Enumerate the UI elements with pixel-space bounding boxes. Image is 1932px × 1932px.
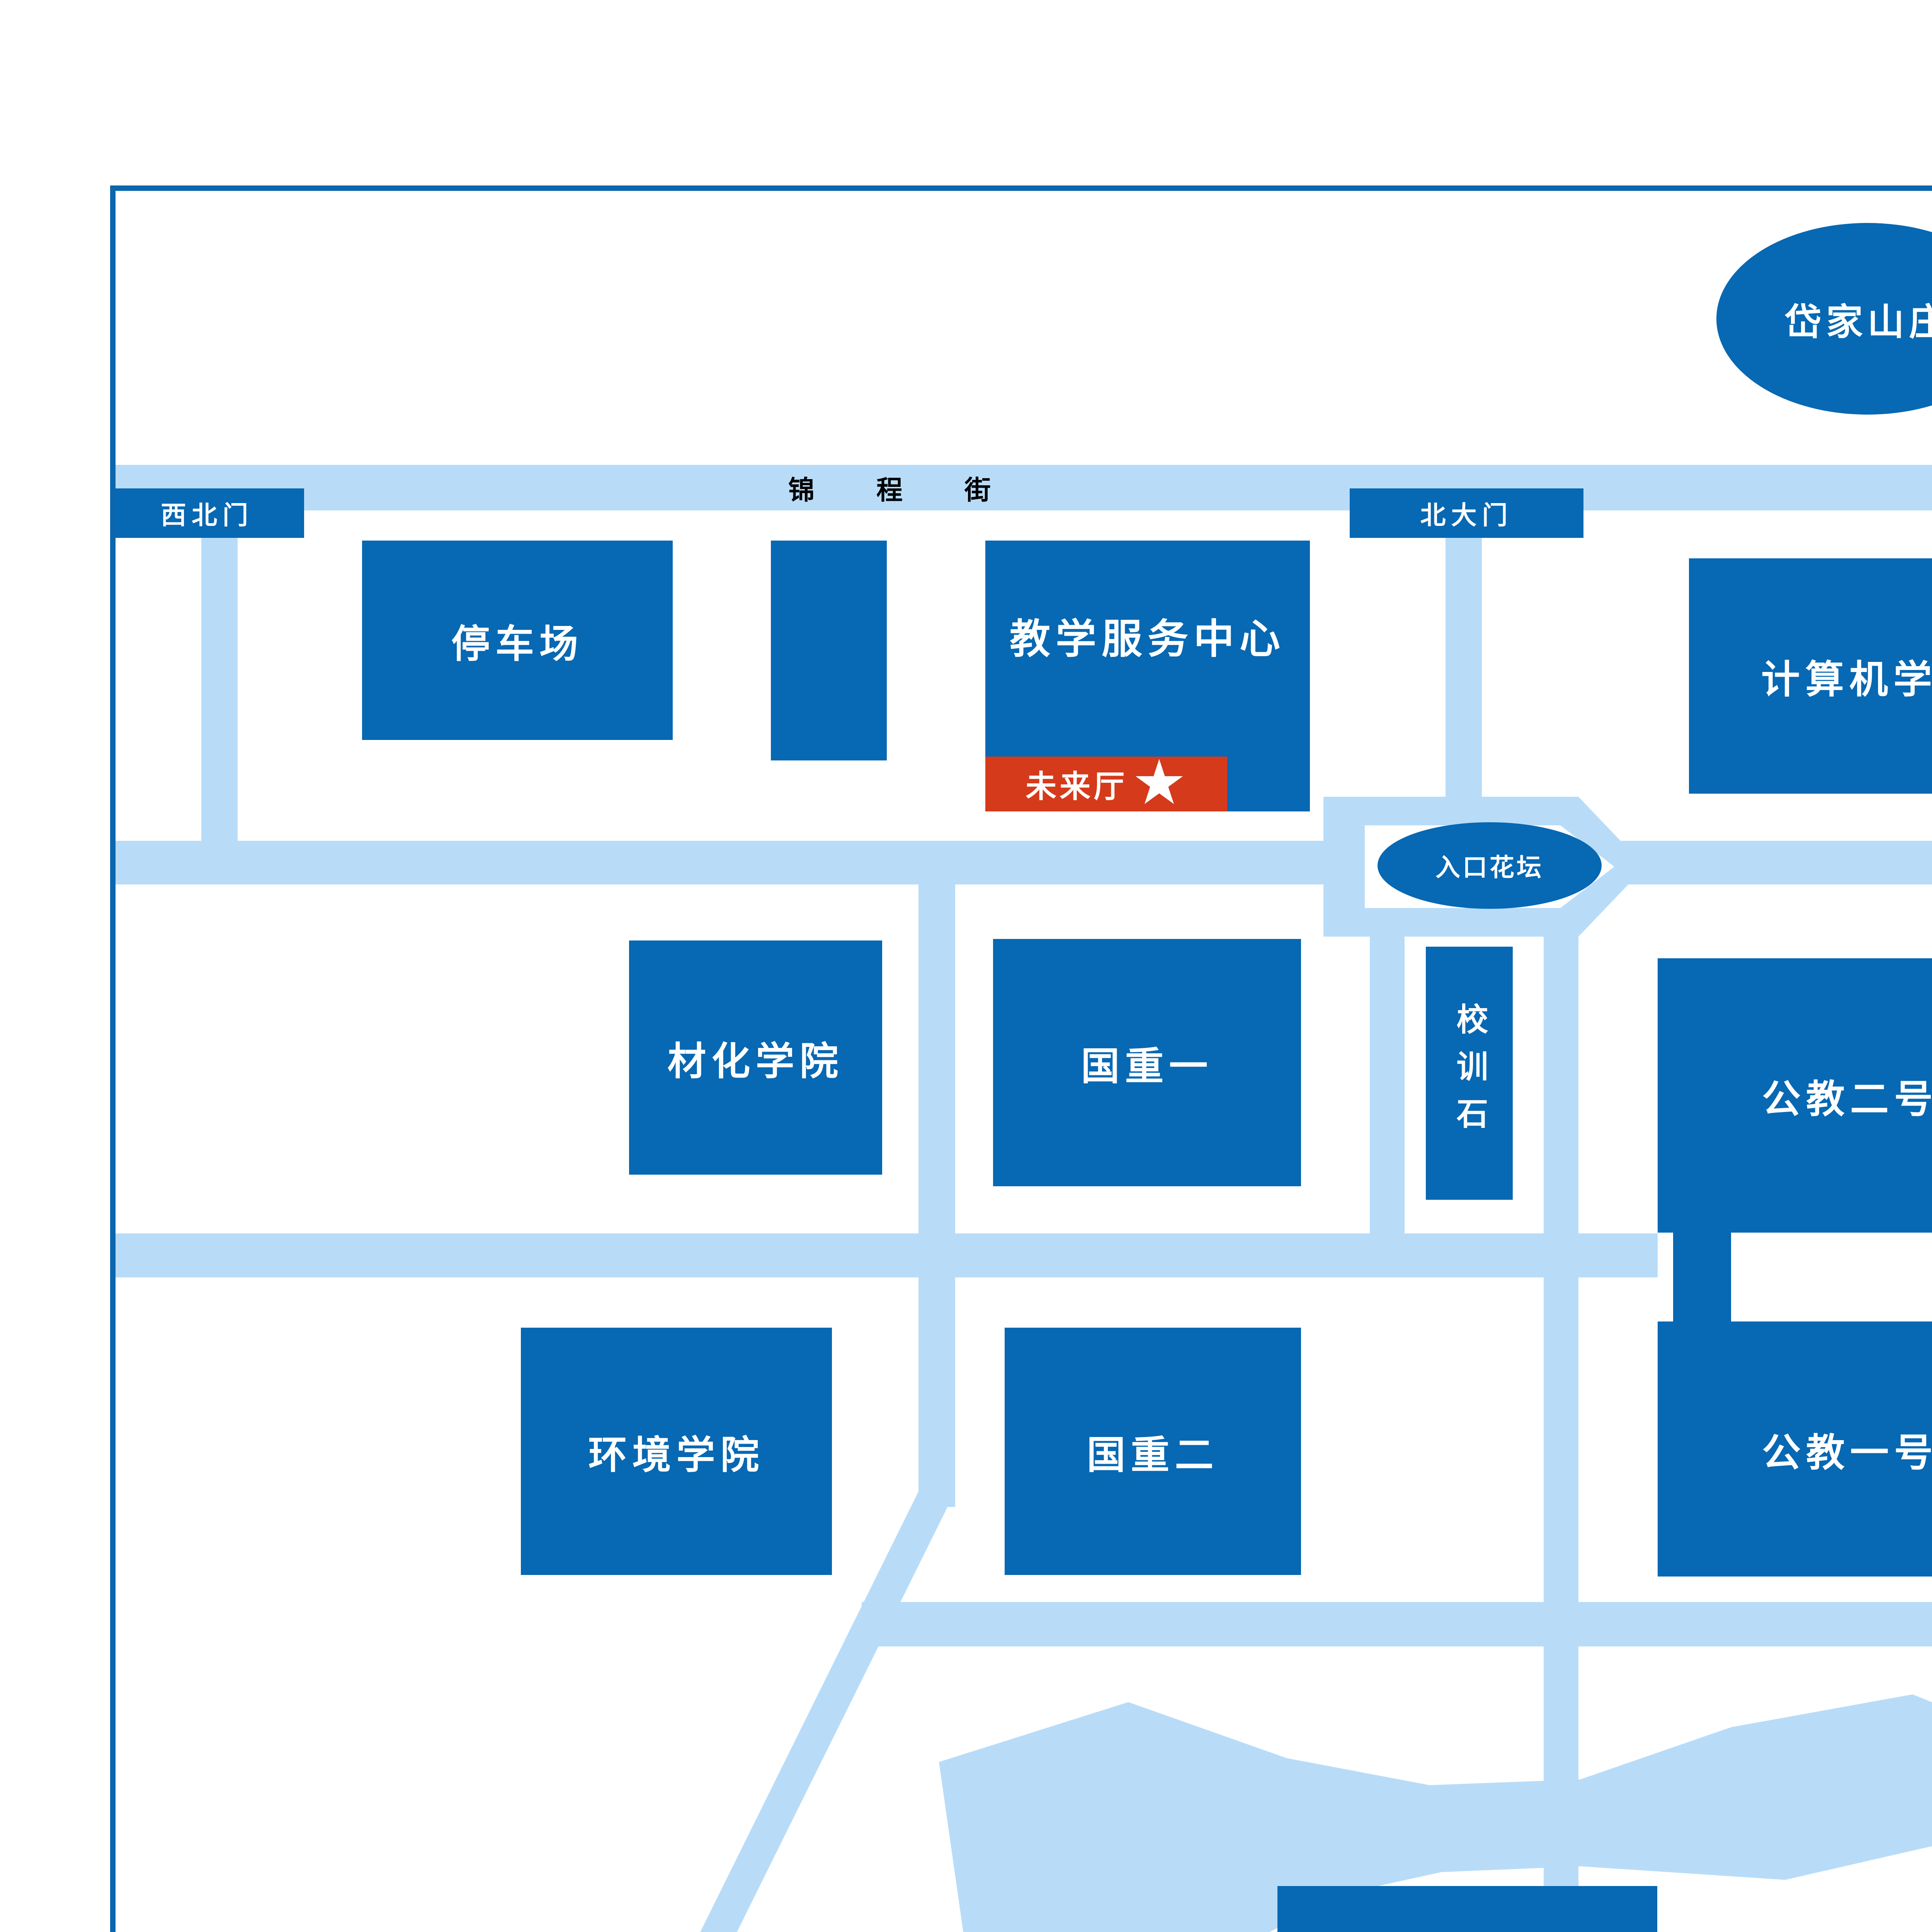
- northwest-gate-road: [201, 538, 238, 841]
- building-public-teaching-1-label: 公教一号楼: [1762, 1430, 1932, 1475]
- building-public-teaching-2-label: 公教二号楼: [1762, 1076, 1932, 1122]
- building-environment-college: 环境学院: [521, 1328, 832, 1575]
- building-library: 图书馆: [1277, 1886, 1657, 1932]
- road-3: [113, 1233, 1658, 1277]
- jincheng-street-label: 锦程街: [788, 475, 1053, 506]
- building-environment-college-label: 环境学院: [588, 1432, 765, 1478]
- daijia-villa-label: 岱家山庄: [1784, 301, 1932, 344]
- building-public-teaching-2: 公教二号楼: [1658, 958, 1932, 1233]
- building-parking-label: 停车场: [451, 621, 583, 667]
- motto-stone: 校训石: [1426, 947, 1513, 1200]
- northwest-gate: 西北门: [110, 488, 304, 538]
- building-parking: 停车场: [362, 541, 673, 740]
- diagonal-path: [700, 1492, 955, 1932]
- future-hall-highlight: 未来厅 ★: [985, 752, 1227, 813]
- building-national-key-lab-2-label: 国重二: [1087, 1432, 1219, 1478]
- road-2-west-segment: [113, 841, 1364, 884]
- building-connector: [1673, 1233, 1731, 1322]
- plaza-east-road: [1544, 937, 1578, 1886]
- building-computer-college: 计算机学院: [1689, 558, 1932, 794]
- building-unnamed: [771, 541, 887, 760]
- plaza-west-road: [1370, 937, 1405, 1233]
- building-materials-chemistry-college: 材化学院: [629, 940, 882, 1175]
- central-vertical-road-lower: [918, 1277, 955, 1507]
- motto-stone-label: 校训石: [1451, 1002, 1488, 1144]
- building-teaching-service-center-label: 教学服务中心: [1009, 616, 1286, 663]
- building-national-key-lab-2: 国重二: [1005, 1328, 1301, 1575]
- northwest-gate-label: 西北门: [161, 500, 253, 530]
- entrance-flowerbed-label: 入口花坛: [1435, 854, 1544, 882]
- building-computer-college-label: 计算机学院: [1761, 657, 1932, 702]
- entrance-flowerbed-ellipse: 入口花坛: [1378, 822, 1602, 909]
- north-gate-road: [1446, 538, 1482, 797]
- lake: [939, 1694, 1932, 1932]
- north-gate-label: 北大门: [1420, 500, 1513, 530]
- building-national-key-lab-1: 国重一: [993, 939, 1301, 1186]
- road-2-east-segment: [1615, 841, 1932, 884]
- jincheng-street-road: [113, 465, 1932, 510]
- north-gate: 北大门: [1350, 488, 1583, 538]
- road-4: [862, 1602, 1932, 1646]
- future-hall-label: 未来厅: [1026, 769, 1128, 804]
- building-public-teaching-1: 公教一号楼: [1658, 1321, 1932, 1577]
- building-materials-chemistry-college-label: 材化学院: [667, 1038, 844, 1084]
- central-vertical-road-upper: [918, 884, 955, 1233]
- building-national-key-lab-1-label: 国重一: [1081, 1043, 1213, 1089]
